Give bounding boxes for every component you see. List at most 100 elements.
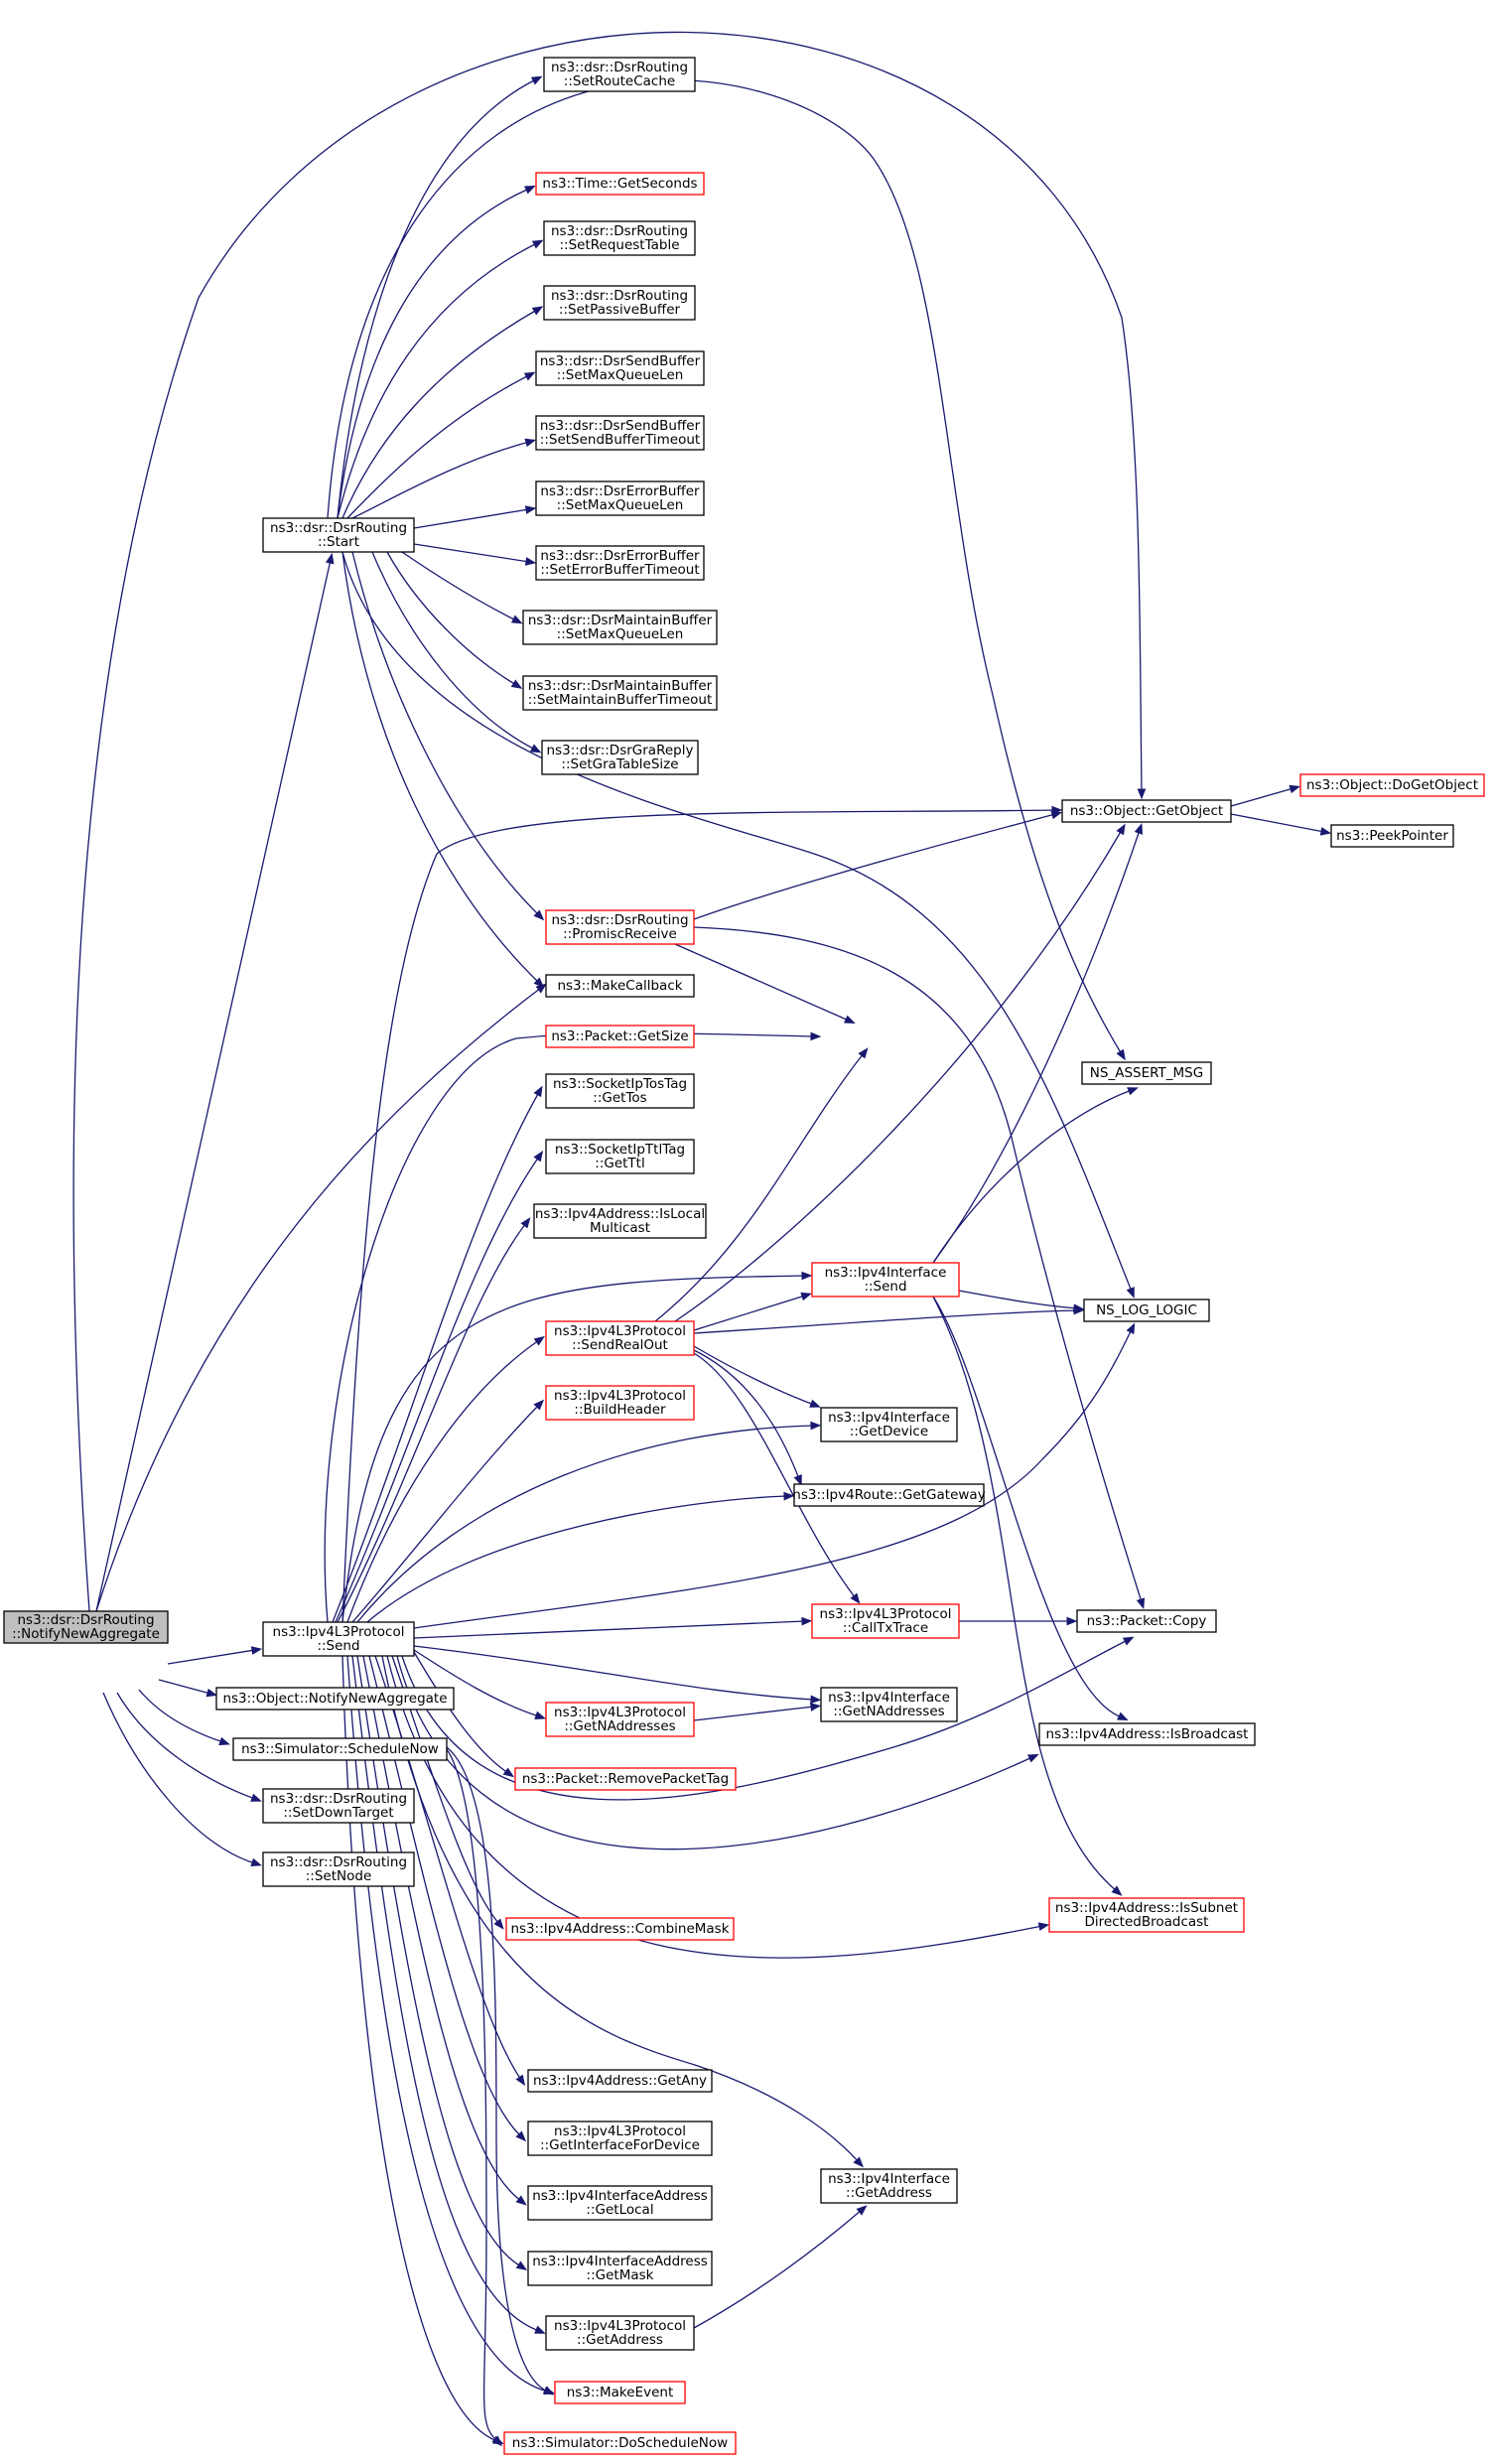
node-sb-max-queue-len[interactable]: ns3::dsr::DsrSendBuffer::SetMaxQueueLen (535, 350, 705, 386)
node-combine-mask[interactable]: ns3::Ipv4Address::CombineMask (505, 1917, 735, 1941)
node-start[interactable]: ns3::dsr::DsrRouting::Start (262, 517, 415, 553)
node-label-line: ::GetNAddresses (833, 1704, 944, 1719)
call-edge-sendRealOut-to-callTxTrace (693, 1352, 861, 1604)
node-set-node[interactable]: ns3::dsr::DsrRouting::SetNode (262, 1851, 415, 1887)
node-get-gateway[interactable]: ns3::Ipv4Route::GetGateway (792, 1483, 986, 1507)
function-nodes: ns3::dsr::DsrRouting::NotifyNewAggregate… (3, 57, 1485, 2455)
edge-line (1230, 787, 1294, 807)
node-box (535, 545, 705, 581)
node-do-get-object[interactable]: ns3::Object::DoGetObject (1299, 773, 1485, 797)
call-edge-start-to-nsAssert (327, 78, 1126, 1061)
node-if-get-n-addr[interactable]: ns3::Ipv4Interface::GetNAddresses (820, 1687, 958, 1722)
call-edge-promisc-to-packetCopy (693, 926, 1146, 1610)
call-edge-send-to-isLocalMc (337, 1217, 531, 1623)
node-get-object[interactable]: ns3::Object::GetObject (1061, 799, 1232, 823)
node-gra-size[interactable]: ns3::dsr::DsrGraReply::SetGraTableSize (541, 740, 699, 775)
node-box (545, 909, 695, 945)
node-eb-max-queue-len[interactable]: ns3::dsr::DsrErrorBuffer::SetMaxQueueLen (535, 480, 705, 516)
node-get-any[interactable]: ns3::Ipv4Address::GetAny (527, 2069, 713, 2093)
node-send-real-out[interactable]: ns3::Ipv4L3Protocol::SendRealOut (545, 1320, 695, 1356)
node-get-tos[interactable]: ns3::SocketIpTosTag::GetTos (545, 1073, 695, 1109)
node-set-request-table[interactable]: ns3::dsr::DsrRouting::SetRequestTable (543, 220, 696, 256)
node-box (522, 675, 718, 711)
node-packet-copy[interactable]: ns3::Packet::Copy (1076, 1609, 1217, 1633)
node-get-seconds[interactable]: ns3::Time::GetSeconds (535, 172, 705, 196)
node-label-line: ns3::Ipv4Interface (828, 1410, 950, 1426)
node-label-line: ns3::Object::DoGetObject (1306, 777, 1478, 793)
call-edge-send-to-callTxTrace (413, 1616, 813, 1639)
node-set-route-cache[interactable]: ns3::dsr::DsrRouting::SetRouteCache (543, 57, 696, 92)
node-call-tx-trace[interactable]: ns3::Ipv4L3Protocol::CallTxTrace (811, 1603, 960, 1639)
call-edge-root-to-schedNow (138, 1689, 230, 1745)
node-build-header[interactable]: ns3::Ipv4L3Protocol::BuildHeader (545, 1385, 695, 1421)
node-make-callback[interactable]: ns3::MakeCallback (545, 974, 695, 998)
node-get-mask[interactable]: ns3::Ipv4InterfaceAddress::GetMask (527, 2251, 713, 2286)
edge-line (337, 1222, 527, 1623)
node-ns-log[interactable]: NS_LOG_LOGIC (1083, 1299, 1210, 1322)
node-remove-tag[interactable]: ns3::Packet::RemovePacketTag (514, 1767, 737, 1791)
edge-line (693, 1295, 806, 1331)
node-label-line: ns3::Ipv4L3Protocol (554, 1323, 686, 1339)
node-box (262, 1851, 415, 1887)
node-set-down-target[interactable]: ns3::dsr::DsrRouting::SetDownTarget (262, 1788, 415, 1824)
arrowhead (533, 1085, 543, 1098)
node-if-get-address[interactable]: ns3::Ipv4Interface::GetAddress (820, 2168, 958, 2204)
arrowhead (1027, 1753, 1039, 1763)
node-get-n-addr-l3[interactable]: ns3::Ipv4L3Protocol::GetNAddresses (545, 1702, 695, 1737)
node-box (820, 1687, 958, 1722)
node-set-passive-buffer[interactable]: ns3::dsr::DsrRouting::SetPassiveBuffer (543, 285, 696, 321)
node-peek-pointer[interactable]: ns3::PeekPointer (1330, 824, 1454, 848)
call-edge-send-to-isSubnetBc (386, 1655, 1050, 1959)
node-label-line: ns3::Ipv4L3Protocol (554, 2123, 686, 2139)
arrowhead (844, 1015, 856, 1024)
call-edge-send-to-ifGetDevice (356, 1421, 822, 1623)
node-label-line: ::SetPassiveBuffer (559, 302, 681, 318)
node-mb-timeout[interactable]: ns3::dsr::DsrMaintainBuffer::SetMaintain… (522, 675, 718, 711)
node-label-line: ::SetMaxQueueLen (557, 626, 684, 642)
node-sb-timeout[interactable]: ns3::dsr::DsrSendBuffer::SetSendBufferTi… (535, 415, 705, 451)
node-is-subnet-bc[interactable]: ns3::Ipv4Address::IsSubnetDirectedBroadc… (1048, 1897, 1245, 1933)
node-get-ttl[interactable]: ns3::SocketIpTtlTag::GetTtl (545, 1139, 695, 1174)
call-edge-root-to-send (167, 1646, 263, 1665)
edge-line (351, 441, 530, 519)
node-sched-now[interactable]: ns3::Simulator::ScheduleNow (232, 1737, 448, 1761)
edge-line (693, 1309, 1078, 1334)
node-obj-notify[interactable]: ns3::Object::NotifyNewAggregate (215, 1687, 455, 1711)
node-promisc[interactable]: ns3::dsr::DsrRouting::PromiscReceive (545, 909, 695, 945)
call-edge-send-to-packetCopy (401, 1636, 1135, 1801)
call-edge-send-to-ifGetAddress (381, 1655, 864, 2168)
node-label-line: ::GetAddress (577, 2332, 663, 2348)
arrowhead (801, 1271, 813, 1281)
edge-line (371, 551, 536, 751)
arrowhead (1289, 784, 1301, 794)
node-if-send[interactable]: ns3::Ipv4Interface::Send (811, 1262, 960, 1298)
node-label-line: ns3::Ipv4L3Protocol (554, 2318, 686, 2334)
node-if-get-device[interactable]: ns3::Ipv4Interface::GetDevice (820, 1407, 958, 1442)
node-is-broadcast[interactable]: ns3::Ipv4Address::IsBroadcast (1038, 1722, 1256, 1746)
arrowhead (858, 1047, 869, 1059)
arrowhead (502, 1767, 515, 1778)
node-mb-max-queue-len[interactable]: ns3::dsr::DsrMaintainBuffer::SetMaxQueue… (522, 610, 718, 645)
edge-line (337, 78, 537, 519)
arrowhead (1127, 1087, 1139, 1096)
node-get-addr-l3[interactable]: ns3::Ipv4L3Protocol::GetAddress (545, 2315, 695, 2351)
node-get-size[interactable]: ns3::Packet::GetSize (545, 1025, 695, 1048)
node-make-event[interactable]: ns3::MakeEvent (554, 2381, 686, 2404)
node-label-line: ::GetInterfaceForDevice (540, 2137, 700, 2153)
node-get-if-for-dev[interactable]: ns3::Ipv4L3Protocol::GetInterfaceForDevi… (527, 2121, 713, 2156)
call-edge-ifSend-to-getObject (932, 823, 1144, 1264)
node-do-sched-now[interactable]: ns3::Simulator::DoScheduleNow (503, 2431, 737, 2455)
node-box (535, 172, 705, 196)
call-edge-start-to-mbMaxQueueLen (401, 551, 523, 624)
arrowhead (783, 1491, 795, 1501)
edge-line (346, 1339, 540, 1623)
arrowhead (1137, 788, 1147, 800)
node-ns-assert[interactable]: NS_ASSERT_MSG (1081, 1061, 1212, 1085)
arrowhead (1116, 823, 1126, 836)
node-send[interactable]: ns3::Ipv4L3Protocol::Send (262, 1621, 415, 1657)
arrowhead (533, 1335, 546, 1346)
node-get-local[interactable]: ns3::Ipv4InterfaceAddress::GetLocal (527, 2185, 713, 2221)
node-eb-timeout[interactable]: ns3::dsr::DsrErrorBuffer::SetErrorBuffer… (535, 545, 705, 581)
arrowhead (250, 1857, 262, 1867)
